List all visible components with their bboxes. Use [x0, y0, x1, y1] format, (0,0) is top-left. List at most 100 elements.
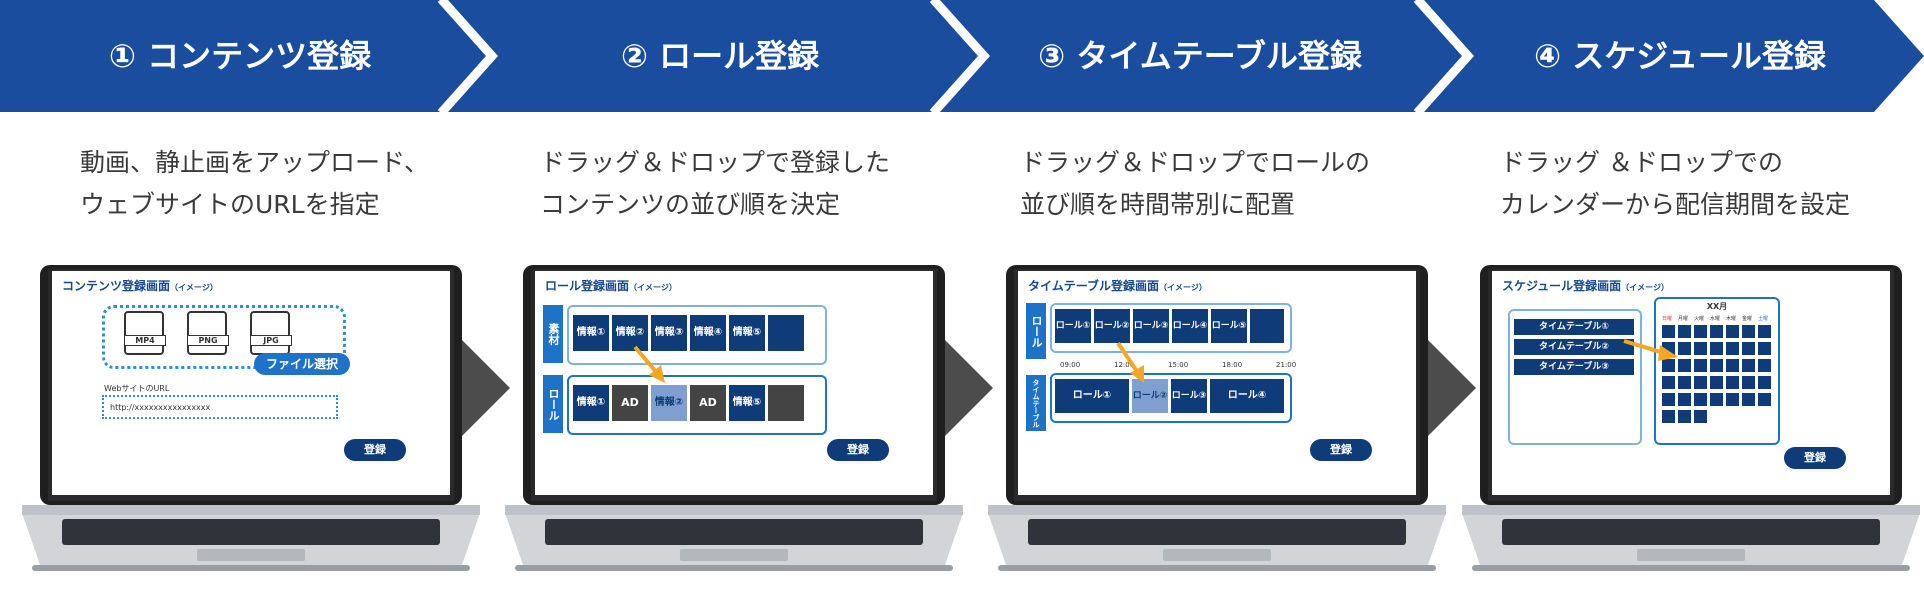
calendar-day[interactable] [1758, 325, 1771, 338]
calendar-day[interactable] [1758, 359, 1771, 372]
role-item[interactable]: ロール② [1094, 309, 1130, 343]
role-register-screen: ロール登録画面（イメージ） 素材 ロール 情報① 情報② 情報③ 情報④ 情報⑤… [535, 271, 933, 495]
calendar-day[interactable] [1662, 325, 1675, 338]
calendar-day[interactable] [1758, 393, 1771, 406]
chevron-step-2 [448, 0, 982, 112]
calendar-day[interactable] [1726, 359, 1739, 372]
timetable-slot[interactable]: ロール③ [1171, 379, 1207, 413]
desc-line: ウェブサイトのURLを指定 [80, 190, 380, 219]
weekday: 金曜 [1742, 316, 1753, 322]
file-drop-zone[interactable] [102, 305, 346, 369]
calendar-day[interactable] [1662, 410, 1675, 423]
calendar-day[interactable] [1694, 342, 1707, 355]
register-button[interactable]: 登録 [1310, 439, 1372, 461]
role-item[interactable]: ロール⑤ [1211, 309, 1247, 343]
register-button[interactable]: 登録 [1784, 447, 1846, 469]
calendar-day[interactable] [1726, 342, 1739, 355]
timetable-slot[interactable]: ロール④ [1210, 379, 1284, 413]
png-file-icon: PNG [187, 311, 229, 355]
calendar-day[interactable] [1678, 325, 1691, 338]
calendar-day[interactable] [1694, 410, 1707, 423]
role-item[interactable]: ロール① [1055, 309, 1091, 343]
drag-arrow-icon [1623, 339, 1678, 361]
material-item[interactable]: 情報② [612, 315, 648, 351]
screen-title: ロール登録画面（イメージ） [545, 279, 677, 293]
calendar-day[interactable] [1742, 359, 1755, 372]
step-title-1: ① コンテンツ登録 [108, 37, 372, 75]
role-item[interactable]: ロール③ [1133, 309, 1169, 343]
timetable-list [1508, 309, 1642, 445]
laptop-4: スケジュール登録画面（イメージ） タイムテーブル① タイムテーブル② タイムテー… [1462, 265, 1920, 575]
time-label: 09:00 [1060, 361, 1081, 369]
calendar-day[interactable] [1694, 393, 1707, 406]
calendar-day[interactable] [1678, 393, 1691, 406]
schedule-register-screen: スケジュール登録画面（イメージ） タイムテーブル① タイムテーブル② タイムテー… [1492, 271, 1890, 495]
timetable-slot-dropped[interactable]: ロール② [1132, 379, 1168, 413]
file-select-button[interactable]: ファイル選択 [254, 353, 350, 375]
timetable-list-item[interactable]: タイムテーブル① [1514, 319, 1634, 335]
calendar-day[interactable] [1742, 342, 1755, 355]
calendar-day[interactable] [1742, 393, 1755, 406]
calendar-day[interactable] [1662, 359, 1675, 372]
jpg-file-icon: JPG [250, 311, 292, 355]
material-item[interactable]: 情報④ [690, 315, 726, 351]
role-item[interactable]: ロール④ [1172, 309, 1208, 343]
calendar-day[interactable] [1694, 325, 1707, 338]
time-label: 15:00 [1168, 361, 1189, 369]
weekday: 月曜 [1678, 316, 1689, 322]
calendar-day[interactable] [1662, 393, 1675, 406]
time-label: 12:00 [1114, 361, 1135, 369]
calendar-day[interactable] [1726, 325, 1739, 338]
timetable-list-item[interactable]: タイムテーブル② [1514, 339, 1634, 355]
step-description-4: ドラッグ ＆ドロップでの カレンダーから配信期間を設定 [1500, 142, 1850, 226]
calendar-day[interactable] [1662, 376, 1675, 389]
file-icon-label: PNG [187, 335, 229, 346]
calendar-day[interactable] [1678, 342, 1691, 355]
calendar-day[interactable] [1678, 376, 1691, 389]
calendar-day[interactable] [1726, 376, 1739, 389]
calendar-day[interactable] [1710, 325, 1723, 338]
calendar-day[interactable] [1678, 359, 1691, 372]
time-label: 21:00 [1276, 361, 1297, 369]
calendar: XX月 日曜 月曜 火曜 水曜 木曜 金曜 土曜 [1654, 297, 1780, 445]
role-item-ad[interactable]: AD [690, 385, 726, 421]
material-item[interactable]: 情報③ [651, 315, 687, 351]
chevron-step-3 [940, 0, 1466, 112]
role-item-dropped[interactable]: 情報② [651, 385, 687, 421]
desc-line: 並び順を時間帯別に配置 [1020, 190, 1296, 219]
timetable-register-screen: タイムテーブル登録画面（イメージ） ロール ロール① ロール② ロール③ ロール… [1018, 271, 1416, 495]
calendar-day[interactable] [1758, 342, 1771, 355]
role-item-ad[interactable]: AD [612, 385, 648, 421]
desc-line: ドラッグ＆ドロップでロールの [1020, 148, 1371, 177]
material-item[interactable]: 情報① [573, 315, 609, 351]
calendar-day[interactable] [1710, 393, 1723, 406]
calendar-day[interactable] [1694, 359, 1707, 372]
calendar-day[interactable] [1742, 376, 1755, 389]
timetable-list-item[interactable]: タイムテーブル③ [1514, 359, 1634, 375]
calendar-day[interactable] [1710, 376, 1723, 389]
register-button[interactable]: 登録 [344, 439, 406, 461]
register-button[interactable]: 登録 [827, 439, 889, 461]
url-input[interactable]: http://xxxxxxxxxxxxxxxx [102, 395, 338, 419]
role-row [567, 375, 827, 435]
step-title-3: ③ タイムテーブル登録 [1038, 37, 1362, 75]
file-icon-label: JPG [250, 335, 292, 346]
calendar-day[interactable] [1726, 393, 1739, 406]
chevron-separator [929, 0, 987, 112]
calendar-day[interactable] [1710, 359, 1723, 372]
role-item[interactable]: 情報⑤ [729, 385, 765, 421]
timetable-slot[interactable]: ロール① [1055, 379, 1129, 413]
time-label: 18:00 [1222, 361, 1243, 369]
calendar-day[interactable] [1758, 376, 1771, 389]
weekday: 木曜 [1726, 316, 1737, 322]
calendar-day[interactable] [1742, 325, 1755, 338]
role-item[interactable]: 情報① [573, 385, 609, 421]
calendar-day[interactable] [1678, 410, 1691, 423]
chevron-step-4 [1424, 0, 1924, 112]
calendar-day[interactable] [1710, 342, 1723, 355]
screen-title: タイムテーブル登録画面（イメージ） [1028, 279, 1207, 293]
material-item[interactable]: 情報⑤ [729, 315, 765, 351]
calendar-day[interactable] [1694, 376, 1707, 389]
weekday: 土曜 [1758, 316, 1769, 322]
screen-title: スケジュール登録画面（イメージ） [1502, 279, 1670, 293]
